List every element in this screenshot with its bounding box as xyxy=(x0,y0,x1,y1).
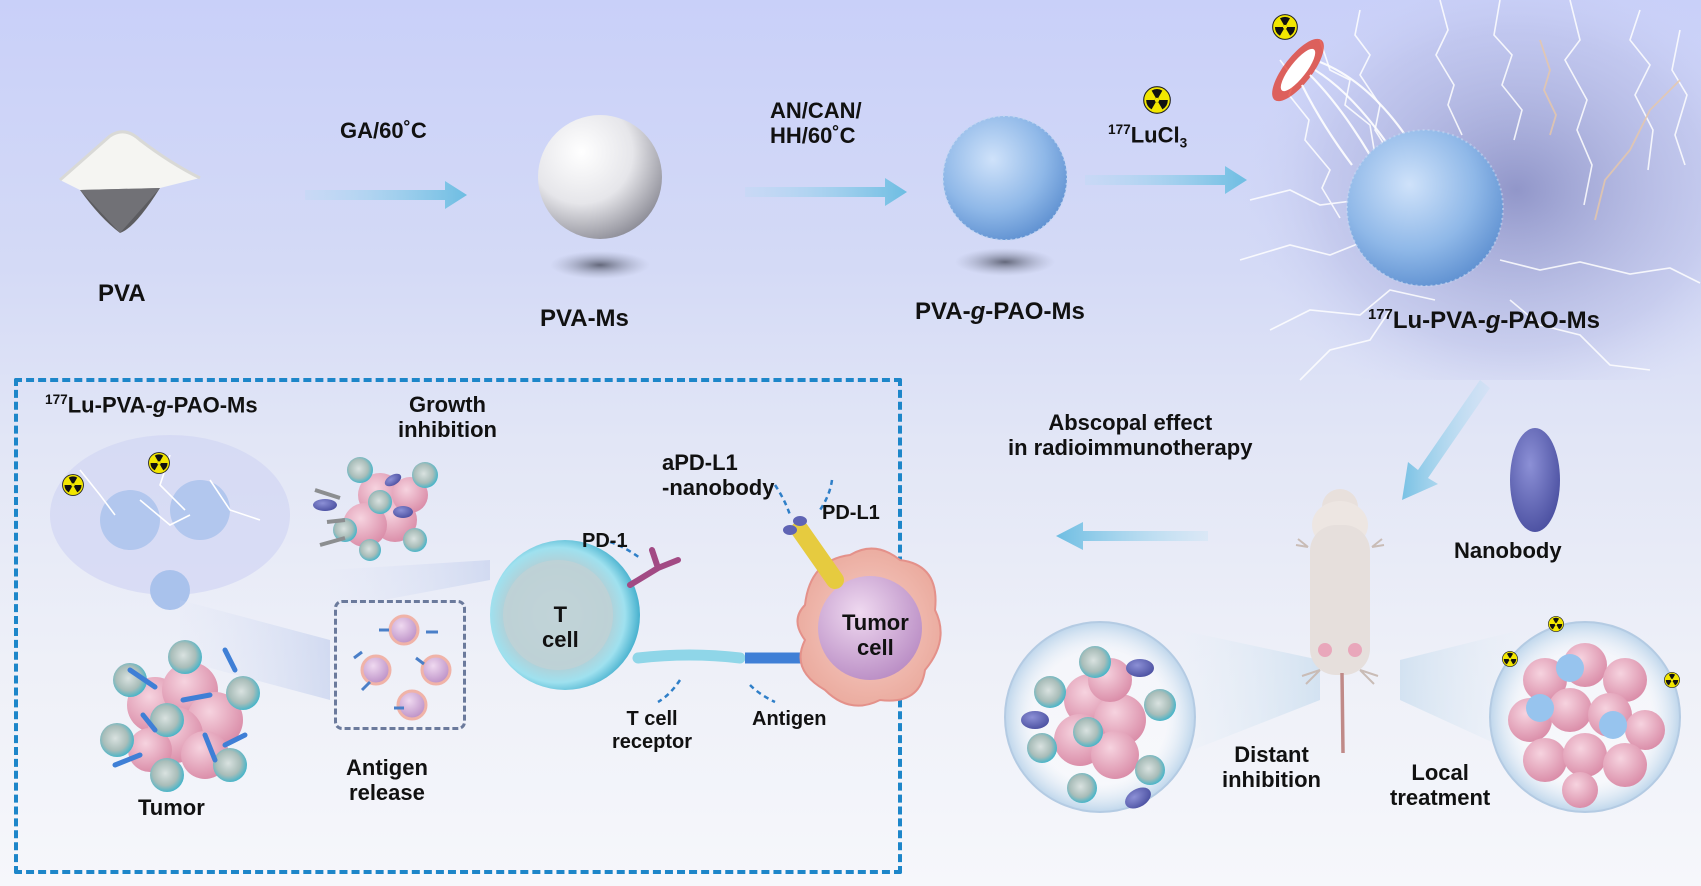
arrow-right-icon xyxy=(745,178,907,206)
radiation-icon xyxy=(1664,672,1680,688)
radiation-icon xyxy=(1548,616,1564,632)
radiation-icon xyxy=(1143,86,1171,114)
pva-microsphere-icon xyxy=(538,115,662,279)
nanobody-label: Nanobody xyxy=(1454,538,1562,563)
immune-synapse-illustration xyxy=(490,479,942,707)
local-tumor-bubble xyxy=(1489,621,1681,813)
antigen-label: Antigen xyxy=(752,708,827,730)
apdl1-nanobody-label: aPD-L1-nanobody xyxy=(662,450,775,501)
mouse-illustration xyxy=(1295,489,1385,754)
radiation-icon xyxy=(148,452,170,474)
distant-tumor-bubble xyxy=(1004,621,1196,813)
pva-ms-label: PVA-Ms xyxy=(540,305,629,332)
pva-powder-icon xyxy=(59,130,201,233)
tumor-cluster-illustration xyxy=(100,640,260,792)
radiation-icon xyxy=(1502,651,1518,667)
pathway-cone xyxy=(180,560,490,700)
ga-condition-label: GA/60˚C xyxy=(340,118,427,143)
arrow-left-icon xyxy=(1056,522,1208,550)
pd1-label: PD-1 xyxy=(582,530,628,552)
pva-g-pao-ms-label: PVA-g-PAO-Ms xyxy=(915,298,1085,325)
pva-g-pao-microsphere-icon xyxy=(942,115,1068,276)
radiation-icon xyxy=(62,474,84,496)
arrow-right-icon xyxy=(1085,166,1247,194)
released-antigens-illustration xyxy=(353,614,452,721)
radiation-lightning-illustration xyxy=(1239,0,1701,381)
panel-title-label: 177Lu-PVA-g-PAO-Ms xyxy=(45,392,258,418)
tumor-label: Tumor xyxy=(138,795,205,820)
lucl3-condition-label: 177LuCl3 xyxy=(1108,122,1188,151)
pdl1-label: PD-L1 xyxy=(822,502,880,524)
an-can-condition-label: AN/CAN/HH/60˚C xyxy=(770,98,862,149)
nanobody-icon xyxy=(1510,428,1560,532)
arrow-down-left-icon xyxy=(1402,380,1490,500)
lu-pva-g-pao-ms-label: 177Lu-PVA-g-PAO-Ms xyxy=(1368,307,1600,334)
antigen-release-box xyxy=(334,600,466,730)
irradiated-microspheres-illustration xyxy=(50,435,290,610)
radiation-icon xyxy=(1272,14,1298,40)
arrow-right-icon xyxy=(305,181,467,209)
pva-label: PVA xyxy=(98,280,146,307)
growth-inhibited-tumor-illustration xyxy=(313,457,438,561)
